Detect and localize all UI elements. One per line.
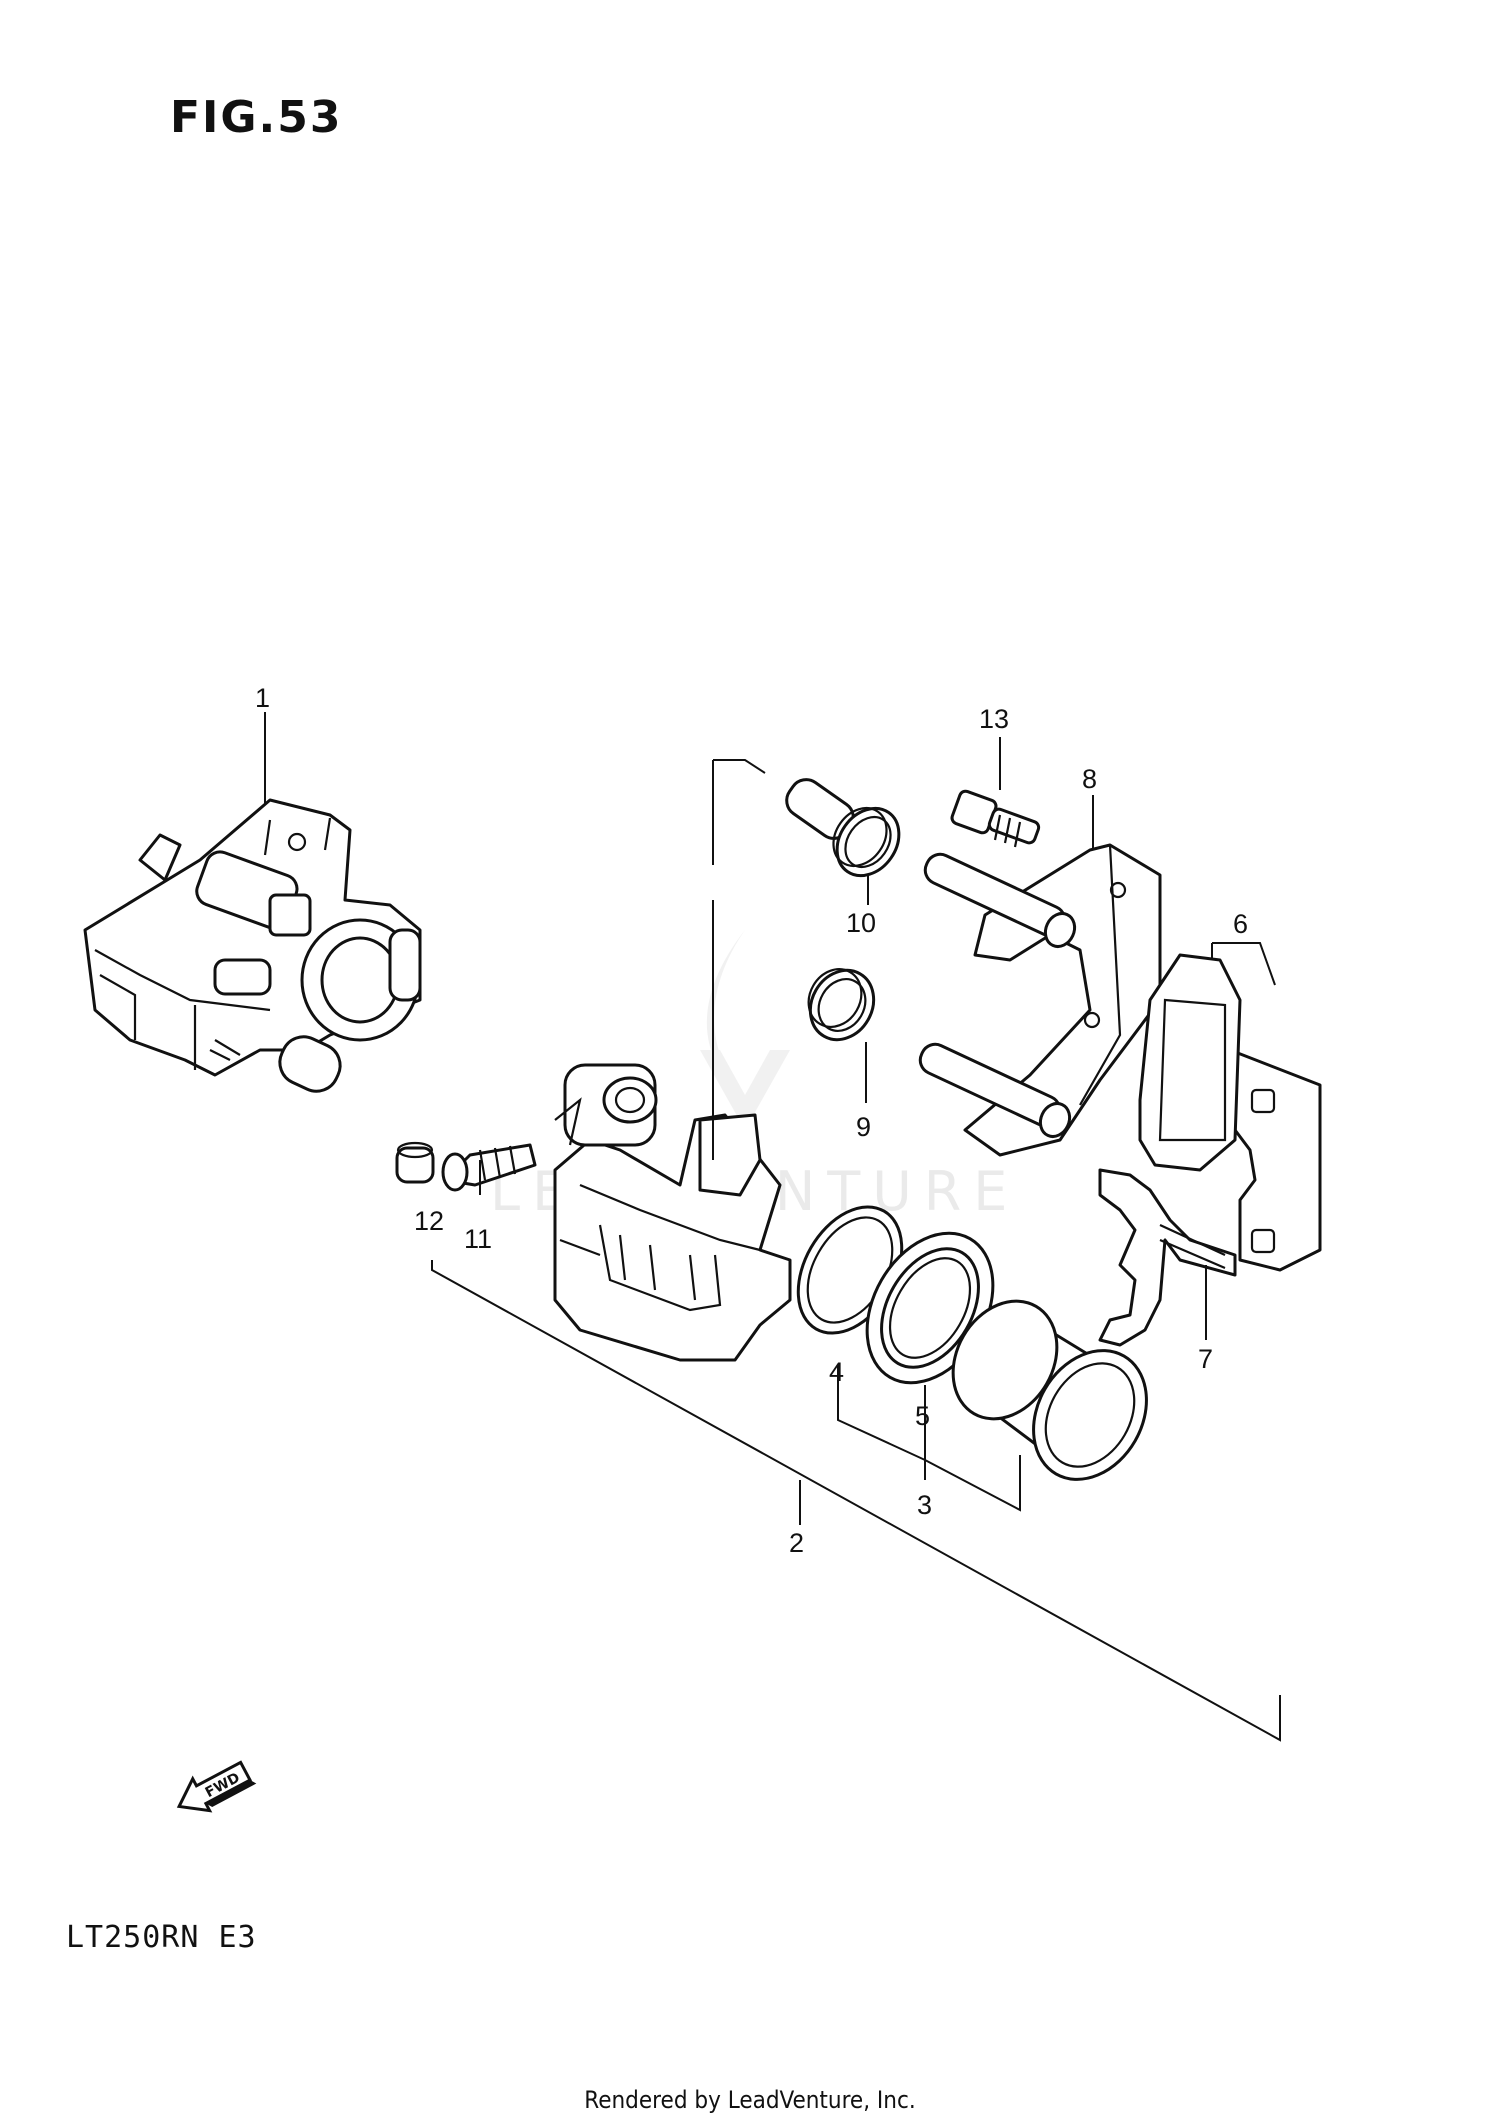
fwd-arrow: FWD [176,1760,257,1813]
part-8-bracket [918,843,1162,1157]
part-2-caliper-body [553,1063,792,1362]
part-3-piston [951,1299,1148,1481]
part-10-slide-pin-boot [785,778,901,878]
callout-7: 7 [1198,1344,1213,1374]
callout-1: 1 [255,683,270,713]
callout-3: 3 [917,1490,932,1520]
part-6-brake-pads [1138,953,1322,1272]
footer-credit: Rendered by LeadVenture, Inc. [584,2086,916,2114]
part-12-cap [395,1141,435,1184]
part-9-boot [807,968,876,1042]
callout-6: 6 [1233,909,1248,939]
callout-9: 9 [856,1112,871,1142]
callout-5: 5 [915,1401,930,1431]
callout-2: 2 [789,1528,804,1558]
callout-11: 11 [464,1224,492,1254]
part-11-bleeder-screw [441,1143,537,1192]
leader-lines [264,712,1281,1742]
callout-8: 8 [1082,764,1097,794]
callout-12: 12 [414,1206,444,1236]
model-code: LT250RN E3 [66,1920,257,1955]
callout-10: 10 [846,908,876,938]
part-7-pad-spring [1098,1168,1237,1347]
part-13-bolt [950,789,1041,848]
part-1-caliper-assembly [83,798,422,1093]
figure-title: FIG.53 [170,92,343,143]
callout-13: 13 [979,704,1009,734]
callout-4: 4 [829,1357,844,1387]
